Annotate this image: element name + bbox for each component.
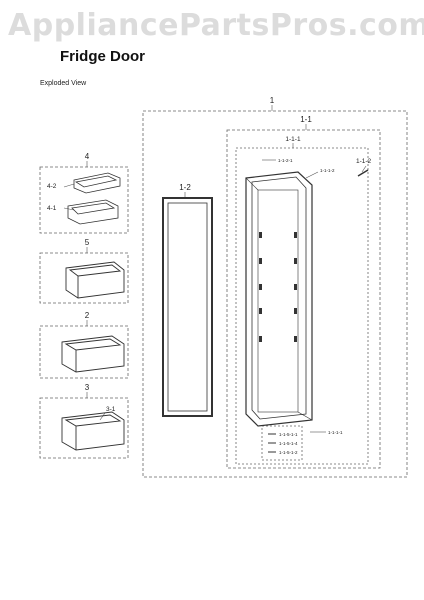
- callout-1-1-2-1: 1-1-2-1: [278, 158, 293, 163]
- part-3-bin: [61, 411, 125, 451]
- part-2-box: [39, 325, 129, 379]
- callout-3: 3: [85, 383, 90, 392]
- assembly-1-1-1-box: [235, 147, 369, 465]
- callout-5: 5: [85, 238, 90, 247]
- callout-1-1-5-1-2: 1-1-5-1-2: [279, 450, 298, 455]
- page-title: Fridge Door: [60, 48, 145, 65]
- part-3-box: [39, 397, 129, 459]
- part-4-guards: [67, 172, 121, 225]
- site-watermark: AppliancePartsPros.com: [8, 8, 424, 43]
- callout-2: 2: [85, 311, 90, 320]
- part-5-bin: [65, 261, 125, 299]
- callout-1-1-1-1: 1-1-1-1: [328, 430, 343, 435]
- callout-1-1: 1-1: [300, 115, 312, 124]
- callout-1-1-1: 1-1-1: [285, 136, 301, 143]
- bottom-small-parts: [268, 433, 276, 453]
- callout-3-1: 3-1: [106, 406, 116, 413]
- callout-1-1-2: 1-1-2: [356, 158, 372, 165]
- callout-4-1: 4-1: [47, 205, 57, 212]
- assembly-bottom-box: [261, 425, 303, 461]
- callout-1: 1: [270, 96, 275, 105]
- part-4-box: [39, 166, 129, 234]
- callout-1-1-5-1-4: 1-1-5-1-4: [279, 441, 298, 446]
- callout-1-1-1-2: 1-1-1-2: [320, 168, 335, 173]
- door-bin-rails: [259, 232, 297, 342]
- door-gasket: [162, 197, 213, 417]
- part-5-box: [39, 252, 129, 304]
- view-subtitle: Exploded View: [40, 80, 87, 87]
- callout-1-1-5-1-1: 1-1-5-1-1: [279, 432, 298, 437]
- callout-1-2: 1-2: [179, 183, 191, 192]
- hinge-screw: [357, 169, 369, 177]
- callout-4-2: 4-2: [47, 183, 57, 190]
- assembly-1-box: [142, 110, 408, 478]
- assembly-1-1-box: [226, 129, 381, 469]
- part-2-bin: [61, 335, 125, 373]
- callout-4: 4: [85, 152, 90, 161]
- door-panel: [245, 171, 313, 427]
